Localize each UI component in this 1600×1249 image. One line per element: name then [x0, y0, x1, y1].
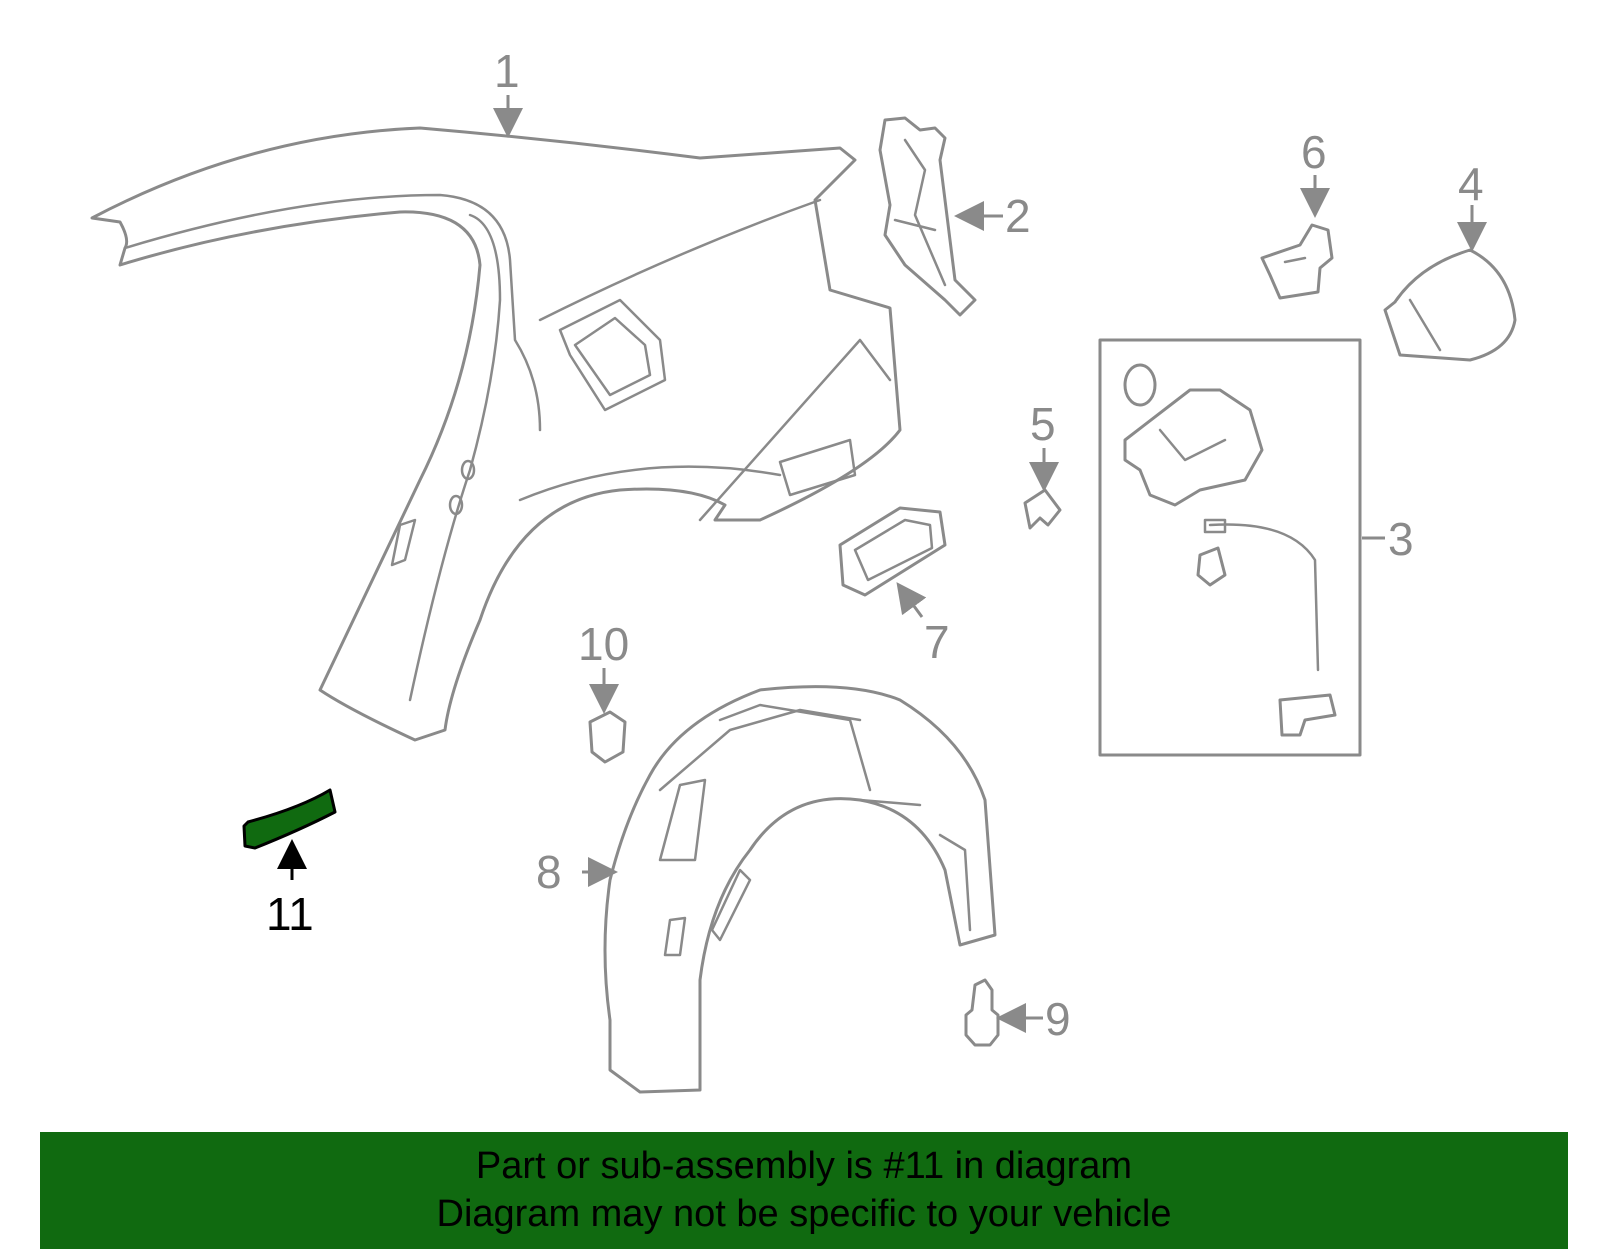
callout-5: 5	[1030, 398, 1056, 450]
info-banner: Part or sub-assembly is #11 in diagram D…	[40, 1132, 1568, 1249]
callout-3: 3	[1388, 513, 1414, 565]
fuel-door-assembly-part-3[interactable]	[1098, 338, 1362, 757]
callout-10: 10	[578, 618, 629, 670]
callout-9: 9	[1045, 993, 1071, 1045]
fender-liner-part-8[interactable]	[603, 685, 997, 1094]
callout-4: 4	[1458, 158, 1484, 210]
banner-line-2: Diagram may not be specific to your vehi…	[436, 1193, 1172, 1235]
quarter-panel-part-1[interactable]	[90, 126, 902, 742]
leader-arrows	[277, 95, 1487, 1033]
clip-part-10[interactable]	[588, 710, 627, 764]
callout-11: 11	[266, 888, 314, 940]
fuel-door-part-4[interactable]	[1383, 248, 1517, 362]
clip-part-5[interactable]	[1023, 488, 1062, 530]
seal-part-7[interactable]	[838, 506, 947, 597]
parts-diagram: 1 2 3 4 5 6 7 8 9 10 11	[90, 45, 1517, 1094]
push-pin-part-9[interactable]	[964, 978, 1000, 1047]
banner-line-1: Part or sub-assembly is #11 in diagram	[475, 1145, 1133, 1187]
callout-8: 8	[536, 846, 562, 898]
callout-1: 1	[494, 45, 520, 97]
bracket-part-2[interactable]	[878, 116, 977, 317]
callout-2: 2	[1005, 190, 1031, 242]
callout-6: 6	[1301, 126, 1327, 178]
callout-7: 7	[924, 616, 950, 668]
hinge-part-6[interactable]	[1260, 223, 1334, 300]
trim-part-11-highlighted[interactable]	[242, 788, 337, 850]
